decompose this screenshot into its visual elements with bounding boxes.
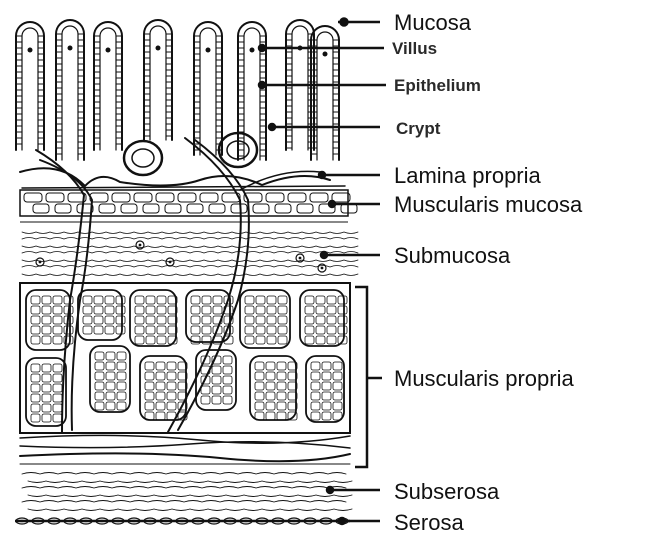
leader-subserosa-dot — [327, 487, 333, 493]
label-crypt: Crypt — [396, 119, 441, 138]
villi-layer — [16, 20, 339, 160]
leader-serosa-dot — [339, 518, 345, 524]
label-serosa: Serosa — [394, 510, 464, 535]
serosa-line — [15, 518, 350, 524]
bracket-muscularis-propria — [355, 287, 367, 467]
labels: Mucosa Villus Epithelium Crypt Lamina pr… — [392, 10, 583, 535]
label-mucosa: Mucosa — [394, 10, 472, 35]
leader-epithelium-dot — [259, 82, 265, 88]
subserosa-band — [22, 473, 352, 511]
muscularis-mucosa-band — [20, 190, 357, 216]
label-submucosa: Submucosa — [394, 243, 511, 268]
label-muscularis-mucosa: Muscularis mucosa — [394, 192, 583, 217]
leader-muscularis-mucosa-dot — [329, 201, 335, 207]
villus — [311, 26, 339, 160]
label-villus: Villus — [392, 39, 437, 58]
tissue-illustration — [15, 20, 358, 524]
longitudinal-muscle-lines — [20, 435, 350, 464]
leader-lamina-propria-dot — [319, 172, 325, 178]
villus — [94, 22, 122, 150]
villus — [56, 20, 84, 160]
submucosa-band — [20, 222, 358, 276]
leader-crypt-dot — [269, 124, 275, 130]
leader-lines — [259, 19, 386, 525]
leader-submucosa-dot — [321, 252, 327, 258]
leader-villus-dot — [259, 45, 265, 51]
label-epithelium: Epithelium — [394, 76, 481, 95]
label-lamina-propria: Lamina propria — [394, 163, 542, 188]
label-muscularis-propria: Muscularis propria — [394, 366, 574, 391]
villus — [194, 22, 222, 155]
leader-mucosa-dot — [341, 19, 348, 26]
villus — [16, 22, 44, 150]
label-subserosa: Subserosa — [394, 479, 500, 504]
villus — [144, 20, 172, 140]
